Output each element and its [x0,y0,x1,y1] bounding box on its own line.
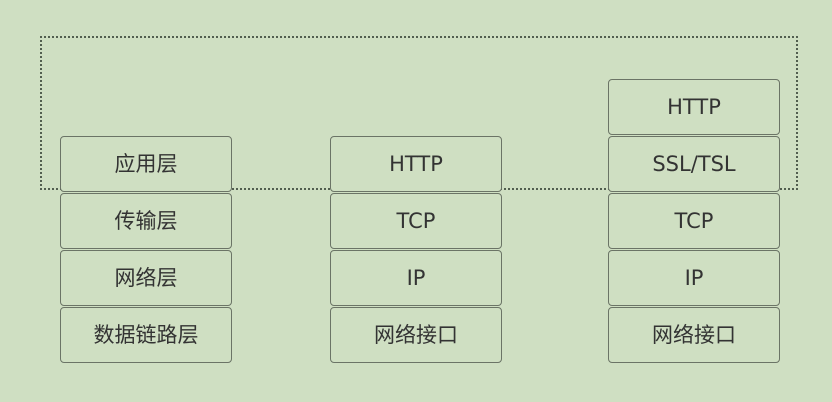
layer-ip: IP [608,250,780,306]
layer-network-interface: 网络接口 [330,307,502,363]
http-stack: HTTP TCP IP 网络接口 [330,136,502,363]
layer-http: HTTP [330,136,502,192]
layer-data-link: 数据链路层 [60,307,232,363]
layer-network: 网络层 [60,250,232,306]
layer-application: 应用层 [60,136,232,192]
layer-network-interface: 网络接口 [608,307,780,363]
layer-tcp: TCP [608,193,780,249]
layer-transport: 传输层 [60,193,232,249]
https-stack: HTTP SSL/TSL TCP IP 网络接口 [608,79,780,363]
protocol-layers-stack: 应用层 传输层 网络层 数据链路层 [60,136,232,363]
layer-ip: IP [330,250,502,306]
layer-ssl-tls: SSL/TSL [608,136,780,192]
layer-tcp: TCP [330,193,502,249]
layer-http: HTTP [608,79,780,135]
